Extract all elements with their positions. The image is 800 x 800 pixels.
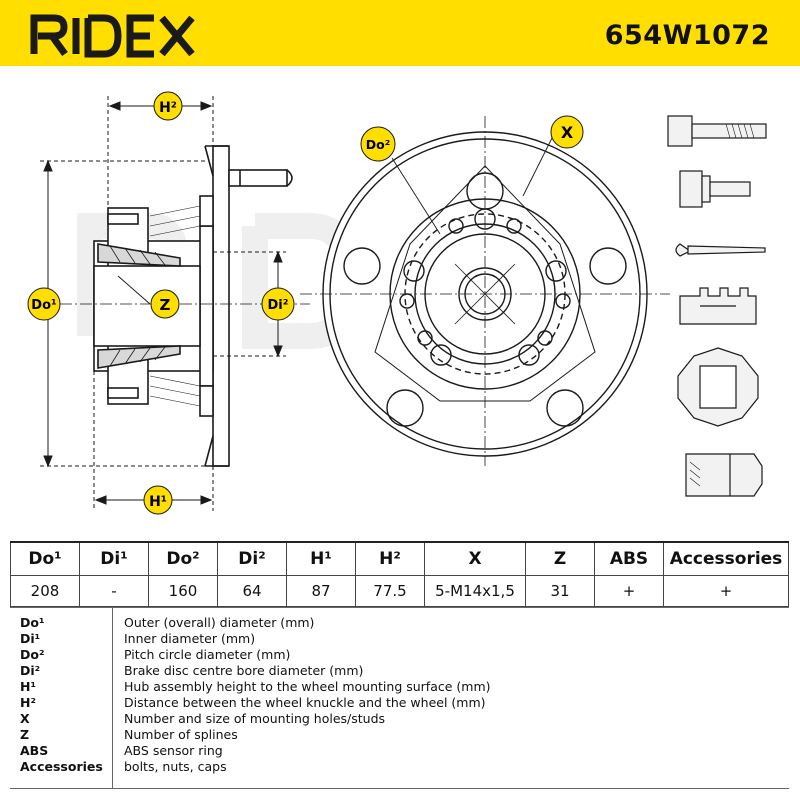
table-cell: 160	[148, 575, 218, 607]
legend-divider	[112, 608, 113, 788]
legend-item: H² Distance between the wheel knuckle an…	[10, 695, 789, 711]
callout-x-label: X	[561, 123, 574, 142]
table-header-cell: H²	[355, 541, 425, 576]
castle-nut-top-icon	[677, 347, 759, 427]
legend-item: Accessories bolts, nuts, caps	[10, 759, 789, 775]
table-header-cell: Do²	[148, 541, 218, 576]
callout-z-label: Z	[160, 296, 171, 314]
lock-nut-icon	[685, 453, 763, 497]
callout-h1: H¹	[143, 485, 173, 515]
callout-do2: Do²	[360, 126, 396, 162]
table-cell: 87	[286, 575, 356, 607]
legend-description: Number of splines	[124, 727, 238, 742]
table-cell: 208	[10, 575, 80, 607]
table-cell: 64	[217, 575, 287, 607]
legend-description: Hub assembly height to the wheel mountin…	[124, 679, 491, 694]
legend-key: Di²	[20, 663, 41, 678]
table-header-cell: Accessories	[663, 541, 789, 576]
legend-item: Di¹ Inner diameter (mm)	[10, 631, 789, 647]
legend-item: ABS ABS sensor ring	[10, 743, 789, 759]
table-value-row: 208 - 160 64 87 77.5 5-M14x1,5 31 + +	[10, 575, 789, 607]
flange-bolt-icon	[679, 170, 751, 208]
legend-description: ABS sensor ring	[124, 743, 223, 758]
table-header-row: Do¹ Di¹ Do² Di² H¹ H² X Z ABS Accessorie…	[10, 541, 789, 576]
legend-key: ABS	[20, 743, 49, 758]
legend-key: Do²	[20, 647, 45, 662]
hub-side-view	[93, 145, 293, 467]
table-header-cell: H¹	[286, 541, 356, 576]
legend-description: Distance between the wheel knuckle and t…	[124, 695, 486, 710]
table-header-cell: ABS	[594, 541, 664, 576]
legend-description: bolts, nuts, caps	[124, 759, 227, 774]
legend-key: Di¹	[20, 631, 41, 646]
ridex-logo	[30, 14, 195, 58]
legend-key: H¹	[20, 679, 36, 694]
bolt-icon	[667, 115, 767, 147]
callout-z: Z	[150, 289, 180, 319]
castle-nut-icon	[679, 287, 757, 325]
technical-drawing: H² Do¹ Z Di² H¹	[27, 91, 767, 515]
table-cell: 77.5	[355, 575, 425, 607]
specification-table: Do¹ Di¹ Do² Di² H¹ H² X Z ABS Accessorie…	[10, 541, 789, 607]
legend: Do¹ Outer (overall) diameter (mm) Di¹ In…	[10, 607, 789, 789]
legend-key: Do¹	[20, 615, 45, 630]
legend-key: H²	[20, 695, 36, 710]
legend-key: X	[20, 711, 30, 726]
legend-key: Accessories	[20, 759, 103, 774]
legend-description: Brake disc centre bore diameter (mm)	[124, 663, 364, 678]
legend-item: Di² Brake disc centre bore diameter (mm)	[10, 663, 789, 679]
callout-h1-label: H¹	[149, 494, 167, 510]
part-number: 654W1072	[604, 20, 770, 51]
table-header-cell: Do¹	[10, 541, 80, 576]
header-bar: 654W1072	[0, 0, 800, 66]
callout-do1: Do¹	[27, 287, 61, 321]
cotter-pin-icon	[675, 243, 766, 257]
table-header-cell: Di²	[217, 541, 287, 576]
legend-item: Do² Pitch circle diameter (mm)	[10, 647, 789, 663]
table-cell: -	[79, 575, 149, 607]
table-header-cell: Z	[525, 541, 595, 576]
table-cell: +	[594, 575, 664, 607]
table-cell: 5-M14x1,5	[424, 575, 526, 607]
legend-item: Z Number of splines	[10, 727, 789, 743]
legend-item: X Number and size of mounting holes/stud…	[10, 711, 789, 727]
table-cell: 31	[525, 575, 595, 607]
table-header-cell: Di¹	[79, 541, 149, 576]
legend-description: Outer (overall) diameter (mm)	[124, 615, 315, 630]
callout-x: X	[550, 115, 584, 149]
legend-item: H¹ Hub assembly height to the wheel moun…	[10, 679, 789, 695]
callout-do1-label: Do¹	[31, 298, 56, 313]
legend-description: Inner diameter (mm)	[124, 631, 256, 646]
callout-h2-label: H²	[159, 100, 177, 116]
legend-item: Do¹ Outer (overall) diameter (mm)	[10, 615, 789, 631]
callout-di2-label: Di²	[268, 298, 289, 313]
callout-h2: H²	[153, 91, 183, 121]
legend-description: Number and size of mounting holes/studs	[124, 711, 386, 726]
legend-key: Z	[20, 727, 30, 742]
table-header-cell: X	[424, 541, 526, 576]
callout-di2: Di²	[261, 287, 295, 321]
callout-do2-label: Do²	[366, 137, 390, 152]
legend-description: Pitch circle diameter (mm)	[124, 647, 291, 662]
table-cell: +	[663, 575, 789, 607]
hub-front-view	[300, 116, 670, 466]
